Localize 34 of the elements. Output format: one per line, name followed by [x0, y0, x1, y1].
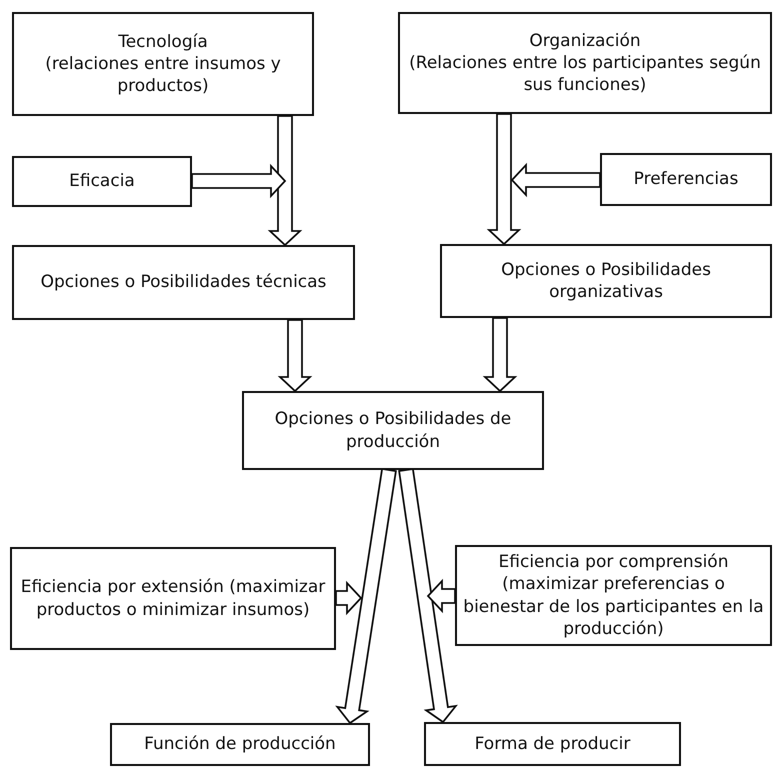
box-text: Eficacia — [69, 170, 135, 193]
block-arrow — [335, 468, 397, 724]
box-text: Función de producción — [144, 733, 336, 756]
process-box — [600, 153, 772, 206]
box-text: Opciones o Posibilidades técnicas — [40, 271, 326, 294]
block-arrow — [482, 317, 518, 392]
block-arrow — [335, 580, 362, 616]
box-text: (relaciones entre insumos y productos) — [44, 52, 282, 98]
block-arrow — [398, 468, 458, 724]
box-text: Organización — [529, 30, 641, 52]
process-box — [12, 245, 355, 320]
block-arrow — [486, 113, 522, 246]
block-arrow — [191, 164, 286, 198]
block-arrow — [278, 319, 312, 392]
process-box — [455, 545, 772, 646]
box-text: Forma de producir — [474, 732, 630, 756]
process-box — [10, 547, 336, 650]
process-box — [110, 723, 370, 766]
process-box — [424, 722, 681, 766]
box-text: Opciones o Posibilidades de producción — [274, 408, 512, 453]
process-box — [12, 156, 192, 207]
process-box — [12, 12, 314, 116]
block-arrow — [268, 115, 302, 246]
process-box — [242, 391, 544, 470]
block-arrow — [510, 162, 601, 198]
process-box — [398, 12, 772, 114]
box-text: Preferencias — [634, 168, 738, 191]
box-text: Eficiencia por extensión (maximizar productos o minimizar insumos) — [20, 576, 326, 621]
block-arrow — [426, 578, 456, 614]
box-text: (Relaciones entre los participantes según sus funciones) — [408, 52, 762, 96]
process-box — [440, 244, 772, 318]
box-text: Eficiencia por comprensión (maximizar preferencias o bienestar de los participantes en la producción) — [463, 551, 764, 640]
box-text: Tecnología — [118, 30, 208, 53]
box-text: Opciones o Posibilidades organizativas — [500, 258, 712, 304]
